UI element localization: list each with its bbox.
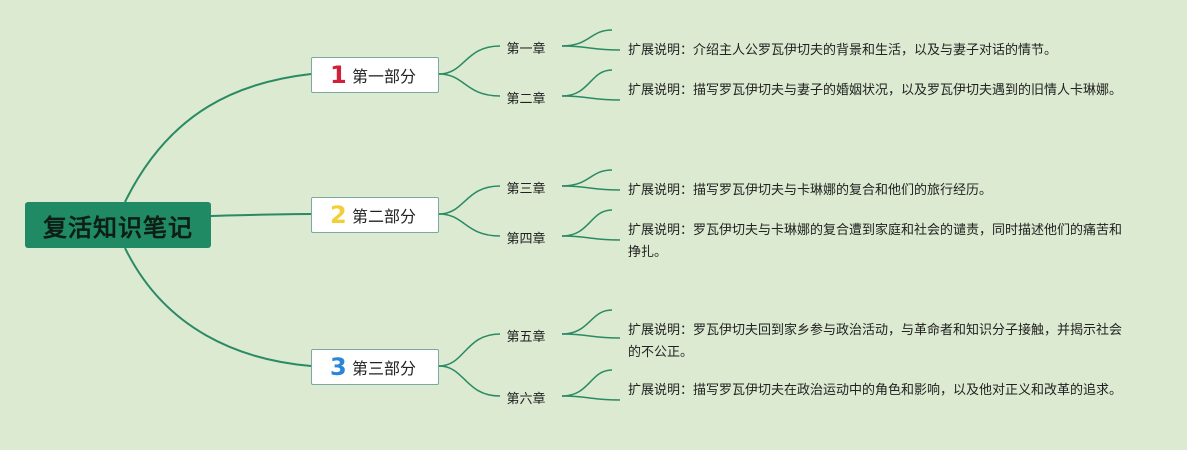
part-3-number: 3 bbox=[330, 353, 347, 381]
root-topic[interactable]: 复活知识笔记 bbox=[25, 202, 211, 248]
root-title: 复活知识笔记 bbox=[43, 213, 193, 242]
chapter-4-node[interactable]: 第四章 bbox=[496, 228, 556, 247]
chapter-2-label: 第二章 bbox=[506, 92, 546, 107]
part-2-number: 2 bbox=[330, 201, 347, 229]
part-2-node[interactable]: 2 第二部分 bbox=[311, 197, 439, 233]
chapter-1-node[interactable]: 第一章 bbox=[496, 38, 556, 57]
chapter-6-description[interactable]: 扩展说明：描写罗瓦伊切夫在政治运动中的角色和影响，以及他对正义和改革的追求。 bbox=[628, 383, 1123, 398]
chapter-3-node[interactable]: 第三章 bbox=[496, 178, 556, 197]
chapter-5-description[interactable]: 扩展说明：罗瓦伊切夫回到家乡参与政治活动，与革命者和知识分子接触，并揭示社会的不… bbox=[628, 323, 1123, 360]
chapter-2-node[interactable]: 第二章 bbox=[496, 88, 556, 107]
part-3-label: 第三部分 bbox=[352, 359, 417, 378]
chapter-4-label: 第四章 bbox=[506, 232, 546, 247]
chapter-6-node[interactable]: 第六章 bbox=[496, 388, 556, 407]
part-1-node[interactable]: 1 第一部分 bbox=[311, 57, 439, 93]
chapter-5-label: 第五章 bbox=[506, 330, 546, 345]
branch-root-part1 bbox=[124, 73, 312, 203]
branch-part3-ch6 bbox=[438, 365, 501, 397]
branch-root-part3 bbox=[124, 247, 312, 367]
branch-part2-ch4 bbox=[438, 213, 501, 237]
chapter-1-label: 第一章 bbox=[506, 42, 546, 57]
part-2-label: 第二部分 bbox=[352, 207, 417, 226]
chapter-3-label: 第三章 bbox=[506, 182, 546, 197]
part-3-node[interactable]: 3 第三部分 bbox=[311, 349, 439, 385]
chapter-6-label: 第六章 bbox=[506, 392, 546, 407]
chapter-4-description[interactable]: 扩展说明：罗瓦伊切夫与卡琳娜的复合遭到家庭和社会的谴责，同时描述他们的痛苦和挣扎… bbox=[628, 223, 1123, 260]
chapter-3-description[interactable]: 扩展说明：描写罗瓦伊切夫与卡琳娜的复合和他们的旅行经历。 bbox=[628, 183, 993, 198]
chapter-2-description[interactable]: 扩展说明：描写罗瓦伊切夫与妻子的婚姻状况，以及罗瓦伊切夫遇到的旧情人卡琳娜。 bbox=[628, 83, 1123, 98]
part-1-number: 1 bbox=[330, 61, 347, 89]
chapter-5-node[interactable]: 第五章 bbox=[496, 326, 556, 345]
branch-part2-ch3 bbox=[438, 185, 501, 215]
branch-part1-ch2 bbox=[438, 73, 501, 97]
chapter-1-description[interactable]: 扩展说明：介绍主人公罗瓦伊切夫的背景和生活，以及与妻子对话的情节。 bbox=[628, 43, 1058, 58]
branch-part1-ch1 bbox=[438, 45, 501, 75]
part-1-label: 第一部分 bbox=[352, 67, 417, 86]
branch-part3-ch5 bbox=[438, 333, 501, 367]
branch-root-part2 bbox=[210, 213, 312, 217]
